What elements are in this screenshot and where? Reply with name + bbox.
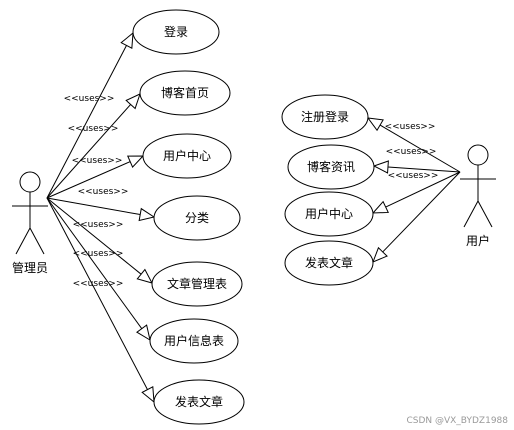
user-usecase-2-ellipse	[284, 191, 374, 237]
admin-assoc-4-arrowhead	[136, 268, 153, 284]
user-assoc-2-line	[385, 171, 461, 208]
user-assoc-0-arrowhead	[366, 117, 384, 132]
admin-uses-label-4: <<uses>>	[73, 220, 124, 230]
admin-uses-label-5: <<uses>>	[73, 249, 124, 259]
admin-assoc-6-arrowhead	[141, 386, 155, 404]
admin-usecase-6-ellipse	[153, 379, 245, 425]
admin-assoc-0-line	[46, 45, 127, 199]
actors: 管理员 用户	[12, 144, 496, 275]
user-assoc-0-line	[379, 124, 461, 173]
admin-assoc-2-line	[46, 161, 131, 199]
admin-usecase-0-ellipse	[132, 9, 220, 55]
admin-assoc-3-arrowhead	[138, 207, 156, 222]
admin-usecase-4-label: 文章管理表	[167, 276, 227, 291]
admin-assoc-4-line	[46, 197, 142, 275]
admin-uses-label-0: <<uses>>	[64, 94, 115, 104]
user-assoc-1-line	[387, 166, 461, 173]
actor-admin-label: 管理员	[12, 260, 48, 275]
admin-usecase-0[interactable]: 登录	[132, 9, 220, 55]
user-assoc-2-arrowhead	[371, 200, 389, 214]
admin-usecase-5[interactable]: 用户信息表	[149, 318, 239, 364]
admin-usecase-3[interactable]: 分类	[153, 195, 241, 241]
user-uses-label-2: <<uses>>	[388, 171, 439, 181]
admin-assoc-1-line	[46, 104, 132, 199]
user-usecase-1-ellipse	[287, 144, 375, 190]
actor-user-right-leg	[477, 200, 493, 228]
user-uses-label-1: <<uses>>	[386, 147, 437, 157]
actor-admin: 管理员	[12, 171, 48, 275]
admin-usecase-1-ellipse	[139, 70, 231, 116]
admin-usecase-2-ellipse	[142, 133, 232, 179]
user-assoc-3-line	[382, 171, 461, 253]
user-uses-label-0: <<uses>>	[385, 122, 436, 132]
watermark: CSDN @VX_BYDZ1988	[406, 416, 508, 426]
user-usecase-1-label: 博客资讯	[307, 159, 355, 174]
admin-usecase-4[interactable]: 文章管理表	[151, 261, 243, 307]
admin-usecase-3-ellipse	[153, 195, 241, 241]
actor-admin-right-leg	[29, 227, 45, 255]
admin-usecase-0-label: 登录	[164, 24, 188, 39]
user-usecase-3[interactable]: 发表文章	[284, 240, 374, 286]
user-usecase-3-label: 发表文章	[305, 255, 353, 270]
admin-usecase-6[interactable]: 发表文章	[153, 379, 245, 425]
user-usecase-1[interactable]: 博客资讯	[287, 144, 375, 190]
admin-uses-label-3: <<uses>>	[78, 187, 129, 197]
admin-assoc-1-arrowhead	[125, 93, 141, 110]
use-case-nodes: 登录博客首页用户中心分类文章管理表用户信息表发表文章注册登录博客资讯用户中心发表…	[132, 9, 375, 425]
admin-uses-label-1: <<uses>>	[68, 124, 119, 134]
user-usecase-0[interactable]: 注册登录	[281, 94, 369, 140]
actor-admin-head	[19, 171, 41, 193]
admin-assoc-3-line	[46, 197, 141, 216]
actor-user-label: 用户	[466, 233, 490, 248]
user-usecase-3-ellipse	[284, 240, 374, 286]
admin-usecase-1-label: 博客首页	[161, 85, 209, 100]
admin-assoc-6-line	[46, 197, 148, 390]
admin-usecase-6-label: 发表文章	[175, 394, 223, 409]
actor-admin-left-leg	[15, 227, 31, 255]
admin-usecase-3-label: 分类	[185, 211, 209, 225]
user-assoc-3-arrowhead	[372, 246, 388, 263]
admin-usecase-1[interactable]: 博客首页	[139, 70, 231, 116]
user-usecase-0-label: 注册登录	[301, 109, 349, 124]
admin-usecase-2-label: 用户中心	[163, 148, 211, 163]
admin-usecase-2[interactable]: 用户中心	[142, 133, 232, 179]
user-assoc-1-arrowhead	[372, 160, 389, 174]
admin-uses-label-6: <<uses>>	[73, 279, 124, 289]
admin-assoc-2-arrowhead	[127, 155, 145, 169]
admin-assoc-0-arrowhead	[120, 31, 134, 49]
user-usecase-2-label: 用户中心	[305, 206, 353, 221]
actor-user-left-leg	[463, 200, 479, 228]
admin-usecase-4-ellipse	[151, 261, 243, 307]
actor-user: 用户	[460, 144, 496, 248]
admin-assoc-5-arrowhead	[136, 324, 151, 342]
user-usecase-0-ellipse	[281, 94, 369, 140]
actor-user-head	[467, 144, 489, 166]
admin-assoc-5-line	[46, 197, 143, 329]
user-usecase-2[interactable]: 用户中心	[284, 191, 374, 237]
association-lines: <<uses>> <<uses>> <<uses>> <<uses>> <<uses>>…	[46, 31, 461, 404]
admin-uses-label-2: <<uses>>	[72, 156, 123, 166]
admin-usecase-5-ellipse	[149, 318, 239, 364]
admin-usecase-5-label: 用户信息表	[164, 333, 224, 348]
